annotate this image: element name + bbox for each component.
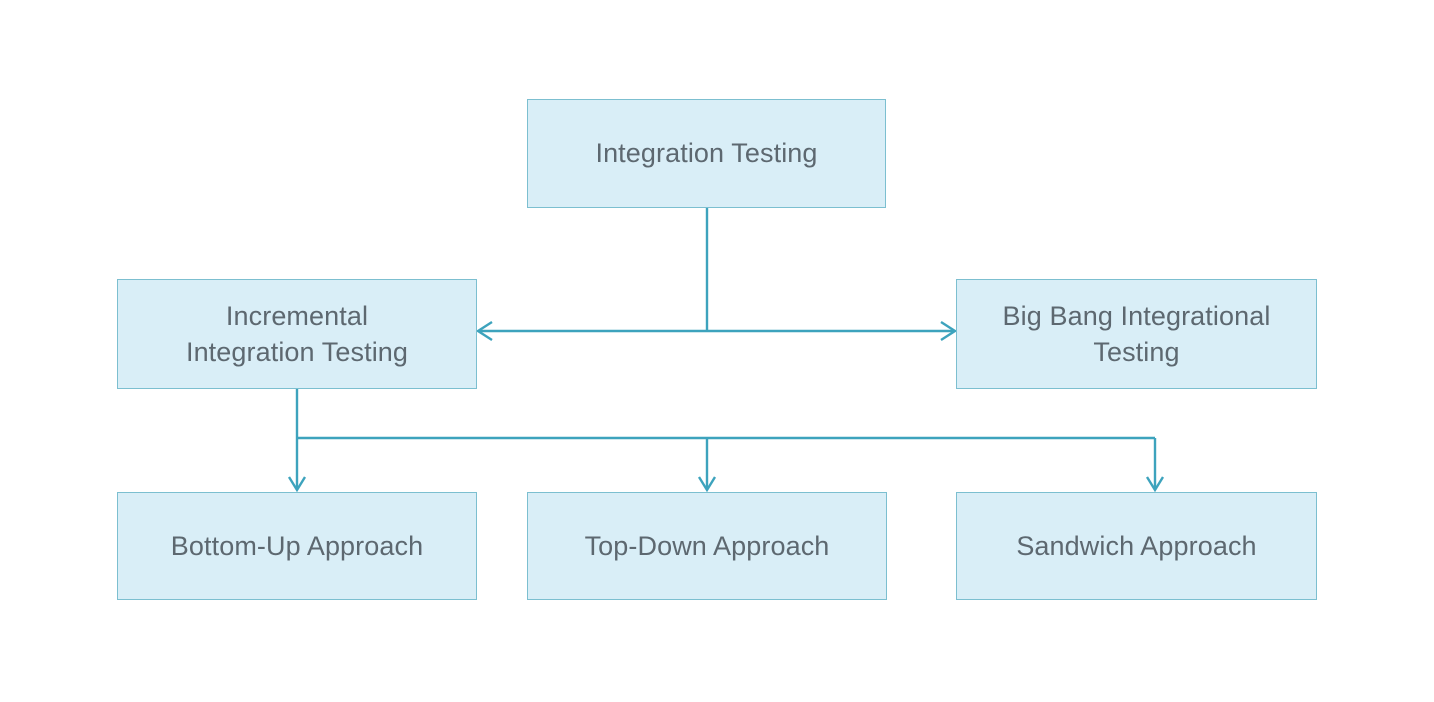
node-top-down-approach[interactable]: Top-Down Approach <box>527 492 887 600</box>
arrowhead-to-sandwich <box>1145 476 1165 493</box>
node-bottom-up-approach-label: Bottom-Up Approach <box>170 530 424 561</box>
node-big-bang-integrational-testing[interactable]: Big Bang Integrational Testing <box>956 279 1317 389</box>
arrowhead-to-incremental <box>475 320 493 342</box>
arrowhead-to-bottom-up <box>287 476 307 493</box>
node-bottom-up-approach[interactable]: Bottom-Up Approach <box>117 492 477 600</box>
node-top-down-approach-label: Top-Down Approach <box>584 530 830 561</box>
node-sandwich-approach-label: Sandwich Approach <box>1016 530 1257 561</box>
node-integration-testing[interactable]: Integration Testing <box>527 99 886 208</box>
arrowhead-to-top-down <box>697 476 717 493</box>
node-incremental-integration-testing[interactable]: Incremental Integration Testing <box>117 279 477 389</box>
arrowhead-to-bigbang <box>940 320 958 342</box>
node-incremental-integration-testing-label: Incremental Integration Testing <box>185 300 409 367</box>
node-integration-testing-label: Integration Testing <box>595 138 818 169</box>
node-sandwich-approach[interactable]: Sandwich Approach <box>956 492 1317 600</box>
node-big-bang-integrational-testing-label: Big Bang Integrational Testing <box>1002 300 1271 367</box>
